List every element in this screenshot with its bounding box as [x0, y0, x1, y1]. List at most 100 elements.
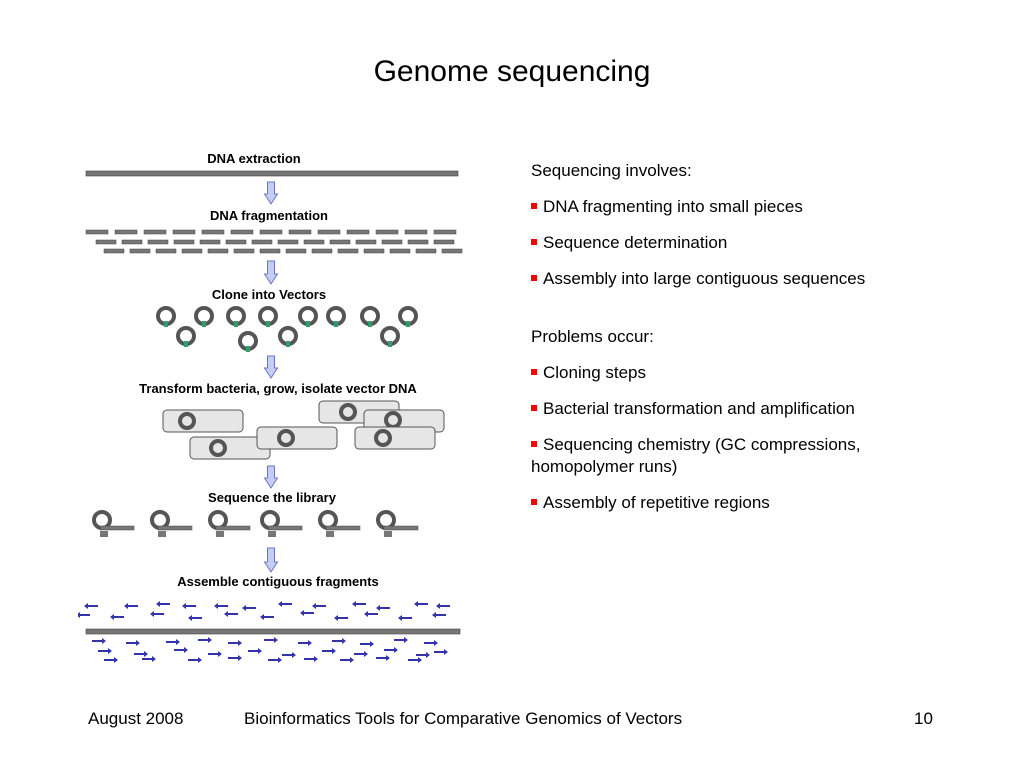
- sequence-read-arrow-icon: [308, 640, 312, 646]
- bullet-item: Bacterial transformation and amplificati…: [531, 398, 951, 420]
- dna-fragment: [303, 239, 325, 245]
- vector-ring: [92, 510, 112, 530]
- sequence-read-arrow-icon: [198, 657, 202, 663]
- sequence-read-arrow-icon: [114, 657, 118, 663]
- sequence-read-arrow-icon: [242, 605, 246, 611]
- down-arrow-icon: [263, 260, 279, 285]
- dna-fragment: [201, 229, 225, 235]
- sequence-read-arrow-icon: [314, 656, 318, 662]
- primer-block: [384, 531, 392, 537]
- down-arrow-icon: [263, 355, 279, 379]
- step-label-transform-bacteria: Transform bacteria, grow, isolate vector…: [139, 381, 417, 396]
- dna-fragment: [285, 248, 307, 254]
- sequence-read-arrow-icon: [432, 612, 436, 618]
- primer-block: [216, 531, 224, 537]
- sequence-read-arrow-icon: [102, 638, 106, 644]
- assembled-contig-strand: [85, 628, 461, 635]
- bullet-item: Sequence determination: [531, 232, 951, 254]
- dna-fragment: [251, 239, 273, 245]
- insert-marker: [388, 341, 392, 347]
- primer-block: [326, 531, 334, 537]
- step-label-dna-extraction: DNA extraction: [207, 151, 300, 166]
- dna-fragment: [337, 248, 359, 254]
- sequence-read-arrow-icon: [144, 651, 148, 657]
- bullet-square-icon: [531, 274, 537, 281]
- sequence-read-arrow-icon: [208, 637, 212, 643]
- sequence-read-arrow-icon: [110, 614, 114, 620]
- sequence-read-arrow-icon: [182, 603, 186, 609]
- insert-marker: [286, 341, 290, 347]
- sequence-read-arrow-icon: [152, 656, 156, 662]
- sequence-read-arrow-icon: [426, 652, 430, 658]
- down-arrow-icon: [263, 465, 279, 489]
- primer-block: [158, 531, 166, 537]
- sequence-read-arrow-icon: [364, 611, 368, 617]
- dna-fragment: [329, 239, 351, 245]
- bullet-square-icon: [531, 440, 537, 447]
- sequence-read-arrow-icon: [78, 612, 80, 618]
- sequence-read-arrow-icon: [184, 647, 188, 653]
- sequencing-read-bar: [215, 525, 251, 531]
- sequence-read-arrow-icon: [332, 648, 336, 654]
- vector-ring: [208, 510, 228, 530]
- dna-fragment: [103, 248, 125, 254]
- vector-ring: [318, 510, 338, 530]
- dna-fragment: [389, 248, 411, 254]
- sequencing-read-bar: [383, 525, 419, 531]
- dna-fragment: [85, 229, 109, 235]
- bullet-text: DNA fragmenting into small pieces: [543, 197, 803, 216]
- dna-fragment: [199, 239, 221, 245]
- insert-marker: [164, 321, 168, 327]
- bullet-text: Sequence determination: [543, 233, 728, 252]
- primer-block: [100, 531, 108, 537]
- bullet-square-icon: [531, 238, 537, 245]
- step-label-sequence-library: Sequence the library: [208, 490, 337, 505]
- dna-fragment: [441, 248, 463, 254]
- sequence-read-arrow-icon: [394, 647, 398, 653]
- dna-fragment: [172, 229, 196, 235]
- bullet-text: Sequencing chemistry (GC compressions, h…: [531, 435, 861, 476]
- dna-fragment: [173, 239, 195, 245]
- dna-fragment: [415, 248, 437, 254]
- sequence-read-arrow-icon: [150, 611, 154, 617]
- sequence-read-arrow-icon: [370, 641, 374, 647]
- step-label-assemble-fragments: Assemble contiguous fragments: [177, 574, 379, 589]
- bullet-text: Assembly into large contiguous sequences: [543, 269, 866, 288]
- insert-marker: [406, 321, 410, 327]
- bullet-text: Assembly of repetitive regions: [543, 493, 770, 512]
- sequence-read-arrow-icon: [364, 651, 368, 657]
- sequence-read-arrow-icon: [418, 657, 422, 663]
- section-heading-problems: Problems occur:: [531, 327, 654, 346]
- sequence-read-arrow-icon: [108, 648, 112, 654]
- footer-page-number: 10: [914, 709, 933, 728]
- dna-fragment: [363, 248, 385, 254]
- vector-ring: [376, 510, 396, 530]
- genomic-dna-strand: [85, 170, 459, 177]
- insert-marker: [334, 321, 338, 327]
- dna-fragment: [114, 229, 138, 235]
- sequence-read-arrow-icon: [312, 603, 316, 609]
- sequence-read-arrow-icon: [238, 640, 242, 646]
- sequencing-read-bar: [325, 525, 361, 531]
- dna-fragment: [121, 239, 143, 245]
- sequence-read-arrow-icon: [398, 615, 402, 621]
- down-arrow-icon: [263, 547, 279, 573]
- dna-fragment: [433, 229, 457, 235]
- dna-fragment: [129, 248, 151, 254]
- sequence-read-arrow-icon: [214, 603, 218, 609]
- footer-presentation-title: Bioinformatics Tools for Comparative Gen…: [244, 709, 683, 728]
- section-heading-sequencing: Sequencing involves:: [531, 161, 692, 180]
- sequence-read-arrow-icon: [260, 614, 264, 620]
- slide-title: Genome sequencing: [373, 55, 651, 88]
- insert-marker: [246, 346, 250, 352]
- sequence-read-arrow-icon: [434, 640, 438, 646]
- sequence-read-arrow-icon: [274, 637, 278, 643]
- sequence-read-arrow-icon: [376, 605, 380, 611]
- bullet-text-panel: Sequencing involves: DNA fragmenting int…: [531, 160, 951, 528]
- insert-marker: [306, 321, 310, 327]
- insert-marker: [184, 341, 188, 347]
- insert-marker: [202, 321, 206, 327]
- vector-ring: [374, 429, 392, 447]
- sequence-read-arrow-icon: [258, 648, 262, 654]
- bullet-item: DNA fragmenting into small pieces: [531, 196, 951, 218]
